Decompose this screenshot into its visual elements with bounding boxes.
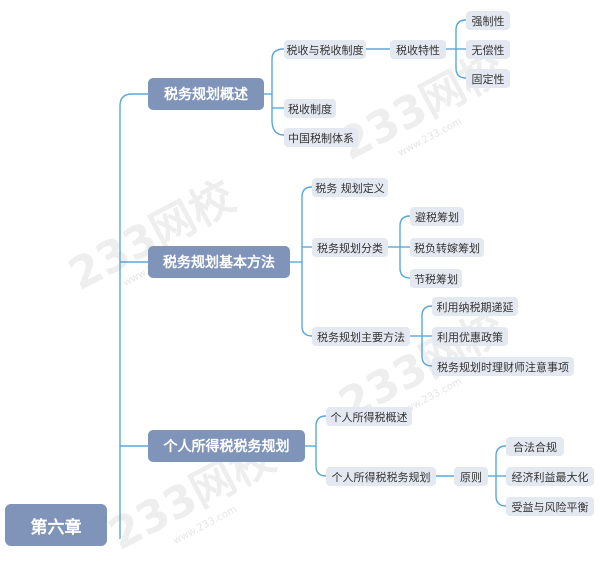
leaf-node[interactable]: 利用优惠政策: [432, 327, 508, 346]
topic-node[interactable]: 个人所得税概述: [326, 407, 412, 426]
leaf-node[interactable]: 无偿性: [466, 40, 510, 59]
topic-node[interactable]: 税收制度: [284, 99, 336, 118]
leaf-node[interactable]: 避税筹划: [410, 207, 464, 226]
topic-node[interactable]: 税务规划分类: [312, 238, 388, 257]
leaf-node[interactable]: 利用纳税期递延: [432, 297, 518, 316]
leaf-node[interactable]: 强制性: [466, 11, 510, 30]
leaf-node[interactable]: 合法合规: [506, 437, 564, 456]
topic-node[interactable]: 税务规划主要方法: [312, 327, 410, 346]
topic-node[interactable]: 税收特性: [390, 40, 446, 59]
branch-node[interactable]: 税务规划概述: [148, 78, 264, 110]
leaf-node[interactable]: 税务规划时理财师注意事项: [432, 357, 574, 376]
leaf-node[interactable]: 固定性: [466, 69, 510, 88]
leaf-node[interactable]: 税负转嫁筹划: [410, 238, 484, 257]
connector-lines: [119, 19, 507, 539]
branch-node[interactable]: 个人所得税税务规划: [148, 430, 305, 462]
topic-node[interactable]: 个人所得税税务规划: [326, 467, 436, 486]
branch-node[interactable]: 税务规划基本方法: [148, 246, 290, 278]
leaf-node[interactable]: 经济利益最大化: [506, 467, 594, 486]
topic-node[interactable]: 原则: [454, 467, 488, 486]
topic-node[interactable]: 税收与税收制度: [284, 40, 366, 59]
topic-node[interactable]: 中国税制体系: [284, 128, 358, 147]
root-node[interactable]: 第六章: [5, 504, 107, 546]
leaf-node[interactable]: 节税筹划: [410, 269, 462, 288]
leaf-node[interactable]: 受益与风险平衡: [506, 497, 594, 516]
topic-node[interactable]: 税务 规划定义: [312, 178, 388, 197]
